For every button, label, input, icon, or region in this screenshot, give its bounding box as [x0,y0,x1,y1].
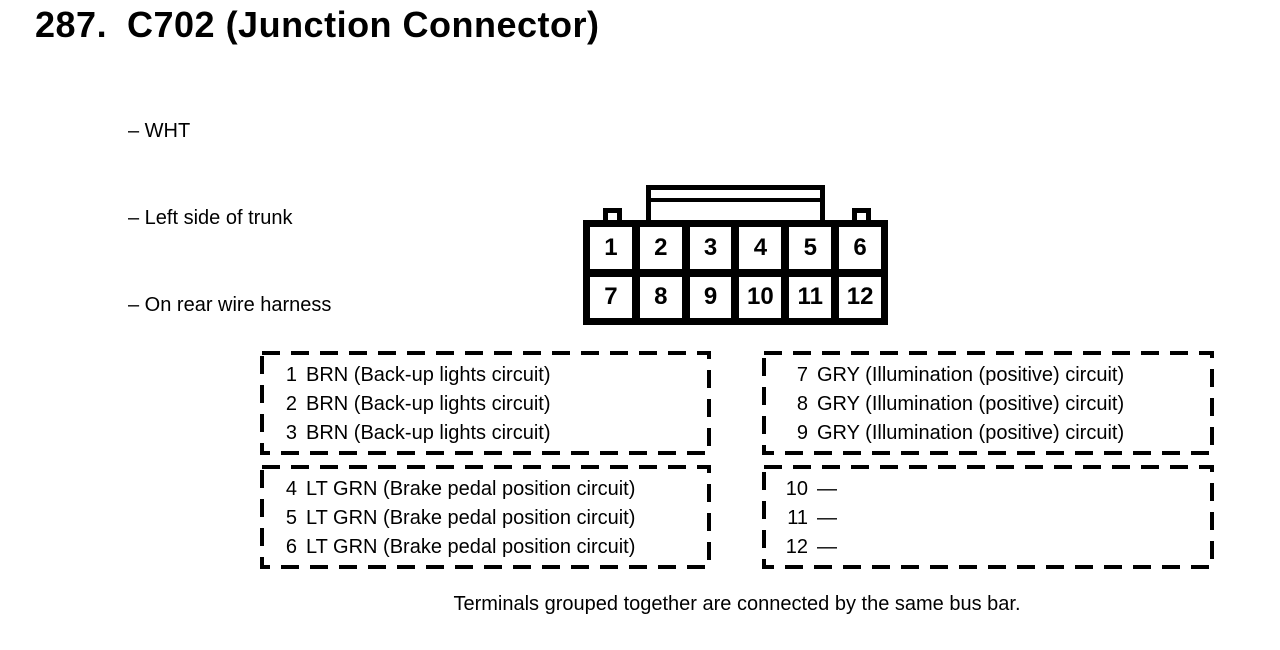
wire-label: BRN (Back-up lights circuit) [306,364,551,386]
pin-cell-9: 9 [689,276,732,318]
bus-bar-note: Terminals grouped together are connected… [453,593,1021,615]
page-title: 287. C702 (Junction Connector) [35,5,600,45]
pin-number: 6 [285,536,297,558]
latch-line [651,198,820,202]
pin-number: 2 [285,393,297,415]
pin-cell-6: 6 [839,227,881,269]
wire-label: LT GRN (Brake pedal position circuit) [306,507,636,529]
connector-title: C702 (Junction Connector) [127,4,600,45]
pin-cell-4: 4 [739,227,782,269]
pin-number: 11 [787,507,808,529]
connector-latch [646,185,825,220]
terminal-group-7-9: 7 GRY (Illumination (positive) circuit) … [762,351,1214,455]
terminal-group-1-3: 1 BRN (Back-up lights circuit) 2 BRN (Ba… [260,351,711,455]
wire-label: GRY (Illumination (positive) circuit) [817,422,1125,444]
pin-cell-11: 11 [789,276,832,318]
connector-tab-right [852,208,871,220]
wire-label: BRN (Back-up lights circuit) [306,422,551,444]
terminal-group-4-6: 4 LT GRN (Brake pedal position circuit) … [260,465,711,569]
pin-number: 7 [796,364,808,386]
pin-number: 3 [285,422,297,444]
pin-cell-5: 5 [789,227,832,269]
pin-cell-2: 2 [639,227,682,269]
wire-label: BRN (Back-up lights circuit) [306,393,551,415]
terminal-row: 5 LT GRN (Brake pedal position circuit) [264,504,711,533]
terminal-group-10-12: 10 — 11 — 12 — [762,465,1214,569]
attribute-color: – WHT [128,120,191,142]
connector-tab-left [603,208,622,220]
wire-label: — [817,478,837,500]
terminal-row: 11 — [766,504,1214,533]
wire-label: GRY (Illumination (positive) circuit) [817,364,1125,386]
pin-number: 12 [785,536,808,558]
pin-cell-12: 12 [839,276,881,318]
terminal-row: 10 — [766,475,1214,504]
terminal-row: 9 GRY (Illumination (positive) circuit) [766,419,1214,448]
connector-diagram: 1 2 3 4 5 6 7 8 9 10 11 12 [583,220,888,325]
terminal-row: 3 BRN (Back-up lights circuit) [264,419,711,448]
pin-number: 8 [796,393,808,415]
terminal-row: 7 GRY (Illumination (positive) circuit) [766,361,1214,390]
pin-number: 9 [796,422,808,444]
pin-cell-1: 1 [590,227,632,269]
pin-number: 4 [285,478,297,500]
connector-attributes: – WHT – Left side of trunk – On rear wir… [128,59,331,349]
wire-label: — [817,507,837,529]
terminal-row: 8 GRY (Illumination (positive) circuit) [766,390,1214,419]
section-number: 287. [35,4,108,45]
pin-cell-7: 7 [590,276,632,318]
wire-label: LT GRN (Brake pedal position circuit) [306,536,636,558]
wire-label: LT GRN (Brake pedal position circuit) [306,478,636,500]
pin-cell-3: 3 [689,227,732,269]
pin-cell-10: 10 [739,276,782,318]
attribute-harness: – On rear wire harness [128,294,332,316]
wire-label: GRY (Illumination (positive) circuit) [817,393,1125,415]
pin-number: 1 [285,364,297,386]
terminal-row: 2 BRN (Back-up lights circuit) [264,390,711,419]
terminal-row: 12 — [766,533,1214,562]
pin-cell-8: 8 [639,276,682,318]
pin-number: 10 [785,478,808,500]
attribute-location: – Left side of trunk [128,207,293,229]
wire-label: — [817,536,837,558]
terminal-row: 4 LT GRN (Brake pedal position circuit) [264,475,711,504]
terminal-row: 6 LT GRN (Brake pedal position circuit) [264,533,711,562]
terminal-row: 1 BRN (Back-up lights circuit) [264,361,711,390]
pin-number: 5 [285,507,297,529]
